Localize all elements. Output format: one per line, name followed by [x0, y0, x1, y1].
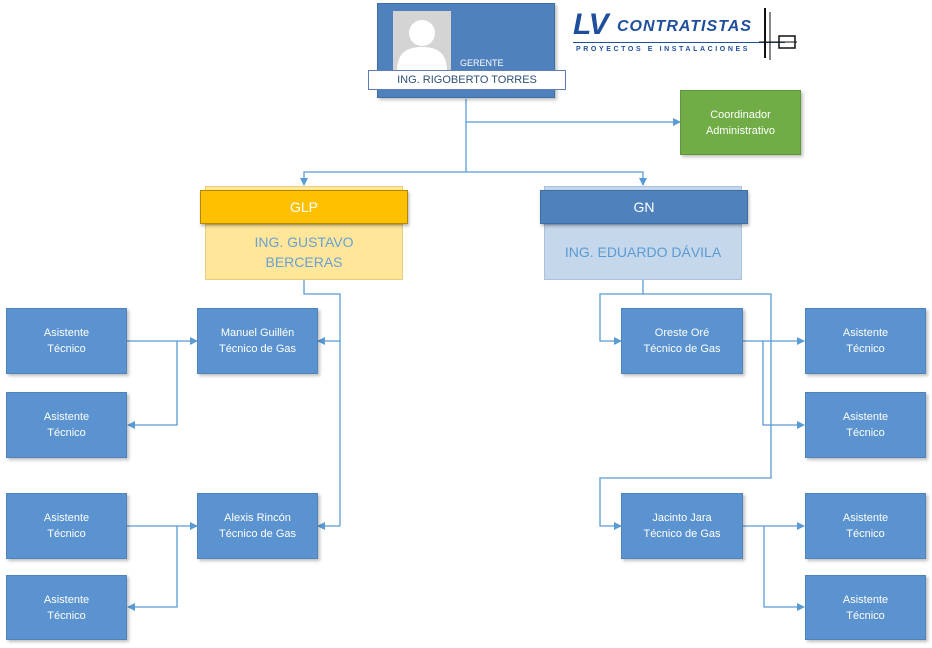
connector-manager-to-gn: [466, 171, 647, 186]
technician-name: Alexis Rincón: [224, 512, 291, 524]
connector-manuel-asst2: [127, 341, 178, 429]
assistant-alexis-2: Asistente Técnico: [6, 575, 127, 640]
technician-name: Manuel Guillén: [220, 327, 295, 339]
glp-title: GLP: [289, 199, 318, 215]
assistant-manuel-2: Asistente Técnico: [6, 392, 127, 458]
connector-glp-trunk: [303, 280, 341, 526]
gn-title: GN: [633, 199, 655, 215]
assistant-line1: Asistente: [842, 512, 889, 524]
technician-role: Técnico de Gas: [643, 528, 721, 540]
technician-name: Oreste Oré: [654, 327, 710, 339]
assistant-line1: Asistente: [43, 512, 90, 524]
assistant-line2: Técnico: [47, 427, 86, 439]
glp-manager-panel: ING. GUSTAVO BERCERAS: [205, 224, 403, 280]
technician-oreste: Oreste Oré Técnico de Gas: [621, 308, 743, 374]
connector-gn-to-jacinto: [599, 293, 772, 530]
logo-mark-icon: [759, 8, 797, 60]
technician-name: Jacinto Jara: [652, 512, 712, 524]
assistant-line2: Técnico: [846, 609, 885, 622]
coordinator-node: Coordinador Administrativo: [680, 90, 801, 155]
assistant-line1: Asistente: [43, 593, 90, 606]
coordinator-line2: Administrativo: [705, 124, 776, 137]
gn-manager-panel: ING. EDUARDO DÁVILA: [544, 224, 742, 280]
glp-header: GLP: [200, 190, 408, 224]
assistant-jacinto-2: Asistente Técnico: [805, 575, 926, 640]
assistant-manuel-1: Asistente Técnico: [6, 308, 127, 374]
assistant-line2: Técnico: [846, 343, 885, 355]
connector-manager-to-glp: [300, 171, 466, 186]
connector-gn-to-oreste: [599, 293, 643, 345]
logo-brand: LV: [573, 8, 609, 41]
person-placeholder-icon: [397, 20, 447, 71]
assistant-line2: Técnico: [47, 343, 86, 355]
technician-manuel: Manuel Guillén Técnico de Gas: [197, 308, 318, 374]
gn-manager-name: ING. EDUARDO DÁVILA: [564, 244, 722, 260]
technician-alexis: Alexis Rincón Técnico de Gas: [197, 493, 318, 559]
technician-jacinto: Jacinto Jara Técnico de Gas: [621, 493, 743, 559]
glp-manager-line1: ING. GUSTAVO: [254, 234, 354, 250]
avatar: [393, 11, 451, 71]
assistant-line1: Asistente: [43, 327, 90, 339]
logo-tagline: PROYECTOS E INSTALACIONES: [576, 46, 751, 53]
glp-manager-line2: BERCERAS: [265, 254, 343, 270]
assistant-line2: Técnico: [846, 528, 885, 540]
assistant-line1: Asistente: [43, 411, 90, 423]
manager-name: ING. RIGOBERTO TORRES: [397, 74, 537, 86]
assistant-line1: Asistente: [842, 411, 889, 423]
logo-underline: [573, 42, 785, 43]
assistant-oreste-1: Asistente Técnico: [805, 308, 926, 374]
connector-oreste-asst2: [762, 341, 805, 429]
assistant-line1: Asistente: [842, 593, 889, 606]
connector-jacinto-asst2: [763, 526, 805, 611]
logo-brand-word: CONTRATISTAS: [617, 18, 752, 35]
assistant-line2: Técnico: [47, 609, 86, 622]
assistant-jacinto-1: Asistente Técnico: [805, 493, 926, 559]
assistant-oreste-2: Asistente Técnico: [805, 392, 926, 458]
technician-role: Técnico de Gas: [643, 343, 721, 355]
coordinator-line1: Coordinador: [710, 108, 771, 121]
gn-header: GN: [540, 190, 748, 224]
technician-role: Técnico de Gas: [218, 528, 297, 540]
manager-role: GERENTE: [460, 58, 504, 68]
company-logo: LV CONTRATISTAS PROYECTOS E INSTALACIONE…: [573, 8, 799, 62]
assistant-line2: Técnico: [846, 427, 885, 439]
connector-alexis-asst2: [127, 526, 178, 611]
assistant-line1: Asistente: [842, 327, 889, 339]
technician-role: Técnico de Gas: [218, 343, 297, 355]
assistant-alexis-1: Asistente Técnico: [6, 493, 127, 559]
manager-name-label: ING. RIGOBERTO TORRES: [368, 70, 566, 90]
assistant-line2: Técnico: [47, 528, 86, 540]
